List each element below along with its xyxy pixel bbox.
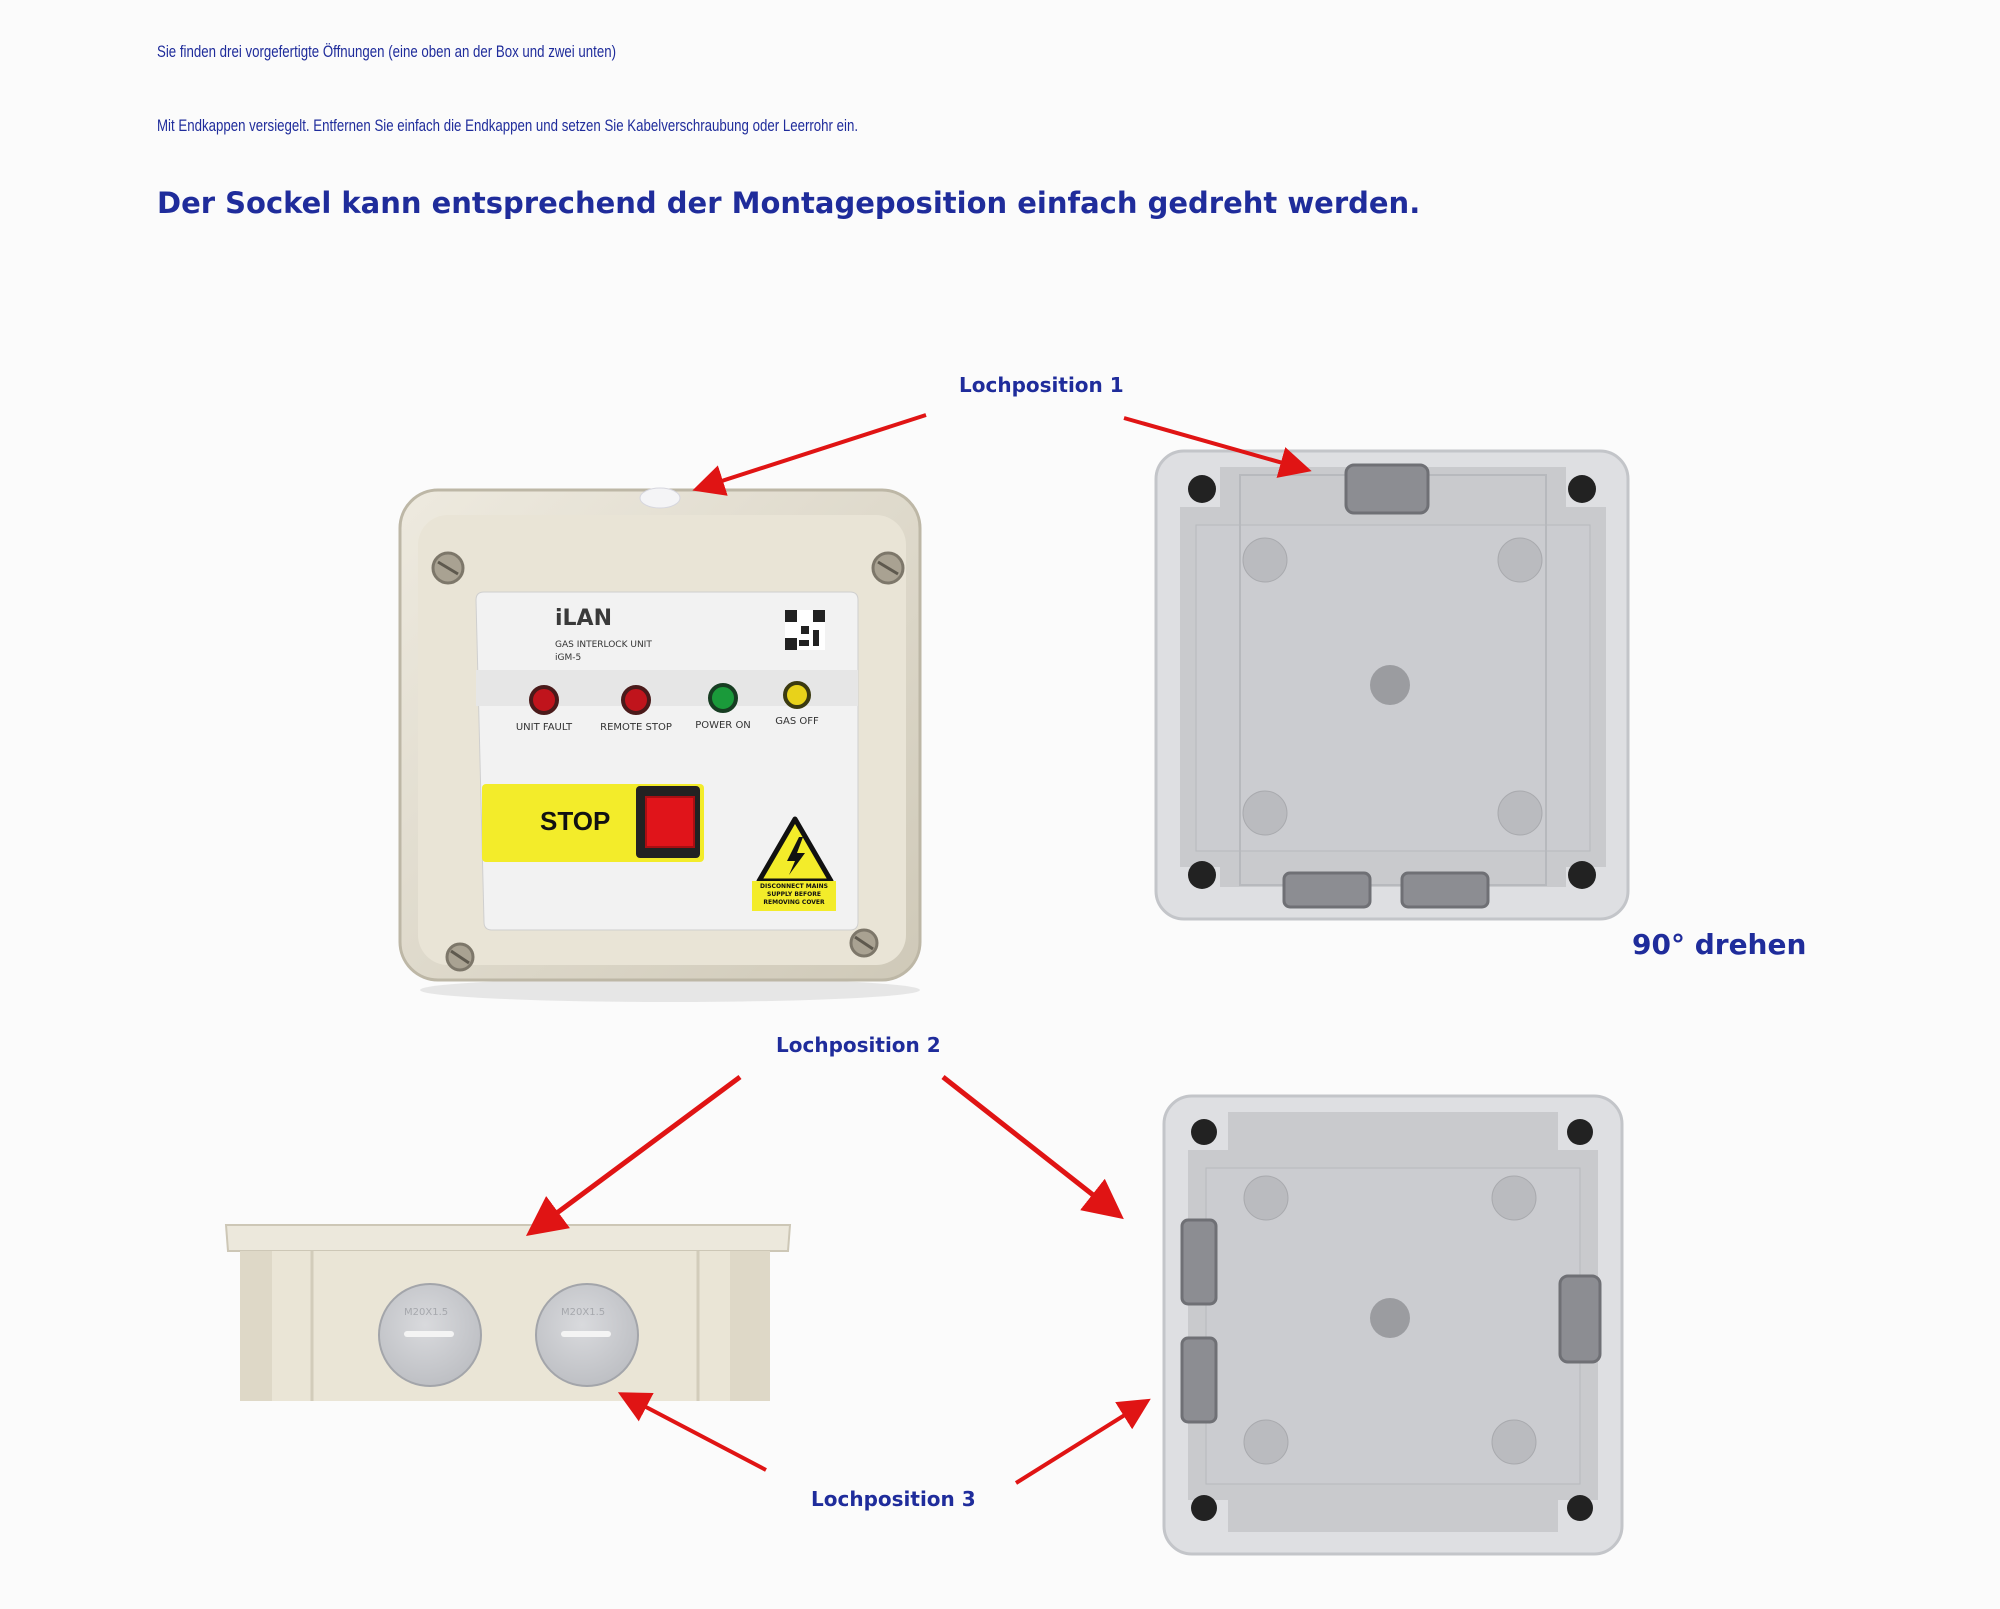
warning-sticker: DISCONNECT MAINS SUPPLY BEFORE REMOVING … — [752, 881, 836, 911]
arrow-icon — [941, 1075, 1124, 1220]
indicator-label: REMOTE STOP — [600, 722, 672, 733]
slot-icon — [404, 1331, 454, 1337]
indicator-unit-fault: UNIT FAULT — [504, 685, 584, 733]
open-box-image-top — [1154, 449, 1630, 921]
page-heading: Der Sockel kann entsprechend der Montage… — [157, 186, 1421, 220]
device-side-image — [224, 1224, 792, 1401]
label-rotate-90: 90° drehen — [1632, 928, 1807, 961]
warning-line: DISCONNECT MAINS — [760, 883, 828, 890]
led-icon — [529, 685, 559, 715]
indicator-label: POWER ON — [695, 720, 751, 731]
brand-name: iLAN — [555, 606, 612, 631]
end-cap-text: M20X1.5 — [404, 1307, 449, 1318]
label-lochposition-2: Lochposition 2 — [776, 1033, 941, 1057]
qr-code-icon — [785, 610, 825, 650]
intro-line-1: Sie finden drei vorgefertigte Öffnungen … — [157, 42, 617, 61]
brand-logo: iLAN — [555, 606, 612, 631]
arrow-icon — [525, 1074, 742, 1236]
stop-button[interactable] — [636, 786, 700, 858]
label-lochposition-3: Lochposition 3 — [811, 1487, 976, 1511]
end-cap-right: M20X1.5 — [535, 1283, 639, 1387]
warning-triangle-icon — [756, 816, 834, 884]
warning-line: REMOVING COVER — [763, 899, 825, 906]
open-box-image-rotated — [1162, 1094, 1624, 1556]
indicator-power-on: POWER ON — [678, 683, 768, 731]
screw-icon — [431, 551, 465, 585]
screw-icon — [871, 551, 905, 585]
indicator-label: UNIT FAULT — [515, 722, 573, 733]
arrow-icon — [1014, 1398, 1151, 1485]
device-model: iGM-5 — [555, 653, 582, 663]
end-cap-left: M20X1.5 — [378, 1283, 482, 1387]
end-cap-text: M20X1.5 — [561, 1307, 606, 1318]
label-lochposition-1: Lochposition 1 — [959, 373, 1124, 397]
warning-line: SUPPLY BEFORE — [767, 891, 821, 898]
stop-panel: STOP — [482, 784, 704, 862]
indicator-group: UNIT FAULT REMOTE STOP POWER ON GAS OFF — [490, 681, 830, 735]
slot-icon — [561, 1331, 611, 1337]
led-icon — [621, 685, 651, 715]
indicator-remote-stop: REMOTE STOP — [586, 685, 686, 733]
device-front-image — [398, 487, 922, 1002]
led-icon — [783, 681, 811, 709]
indicator-gas-off: GAS OFF — [762, 681, 832, 727]
screw-icon — [445, 942, 475, 972]
screw-icon — [849, 928, 879, 958]
indicator-label: GAS OFF — [775, 716, 819, 727]
led-icon — [708, 683, 738, 713]
stop-label: STOP — [540, 806, 611, 836]
intro-line-2: Mit Endkappen versiegelt. Entfernen Sie … — [157, 116, 859, 135]
device-model-line: GAS INTERLOCK UNIT — [555, 640, 652, 650]
